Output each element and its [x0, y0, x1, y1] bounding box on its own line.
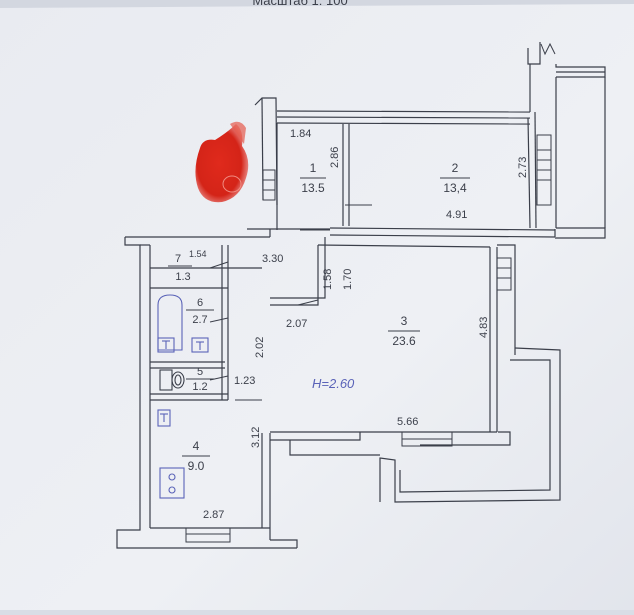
red-stamp-icon [195, 121, 249, 203]
dim-1-70: 1.70 [342, 269, 354, 290]
paper-sheet [0, 4, 634, 610]
room-5-area: 1.2 [192, 381, 207, 393]
room-6-area: 2.7 [192, 314, 207, 326]
dim-2-86: 2.86 [329, 147, 341, 168]
toilet-icon [159, 369, 185, 391]
dim-3-12: 3.12 [250, 427, 262, 448]
windows [185, 134, 552, 543]
room-6-number: 6 [197, 297, 203, 309]
dim-5-66: 5.66 [397, 416, 418, 428]
room-1-number: 1 [310, 161, 317, 175]
fixtures [157, 294, 209, 499]
dim-2-87: 2.87 [203, 509, 224, 521]
sink-icon [191, 337, 209, 353]
dim-2-73: 2.73 [517, 157, 529, 178]
room-3-area: 23.6 [392, 334, 416, 348]
kitchen-sink-icon [157, 409, 171, 427]
dim-1-54: 1.54 [189, 249, 207, 259]
dim-4-83: 4.83 [478, 317, 490, 338]
bathtub-tap-icon [157, 337, 175, 353]
dim-4-91: 4.91 [446, 209, 467, 221]
room-4-area: 9.0 [188, 459, 205, 473]
scale-label: Масштаб 1: 100 [252, 0, 347, 8]
room-7-area: 1.3 [175, 271, 190, 283]
dim-1-84: 1.84 [290, 128, 311, 140]
bathtub-icon [157, 294, 183, 351]
doors [209, 204, 372, 401]
room-4-number: 4 [193, 439, 200, 453]
walls [116, 42, 606, 549]
dim-2-07: 2.07 [286, 318, 307, 330]
dim-3-30: 3.30 [262, 253, 283, 265]
room-5-number: 5 [197, 366, 203, 378]
room-7-number: 7 [175, 253, 181, 265]
dim-2-02: 2.02 [254, 337, 266, 358]
dim-1-23: 1.23 [234, 375, 255, 387]
room-3-number: 3 [401, 314, 408, 328]
north-mark-icon [540, 42, 556, 56]
dim-1-58: 1.58 [322, 269, 334, 290]
ceiling-height: H=2.60 [312, 376, 355, 391]
room-2-number: 2 [452, 161, 459, 175]
stove-icon [159, 467, 185, 499]
room-1-area: 13.5 [301, 181, 325, 195]
room-2-area: 13,4 [443, 181, 467, 195]
